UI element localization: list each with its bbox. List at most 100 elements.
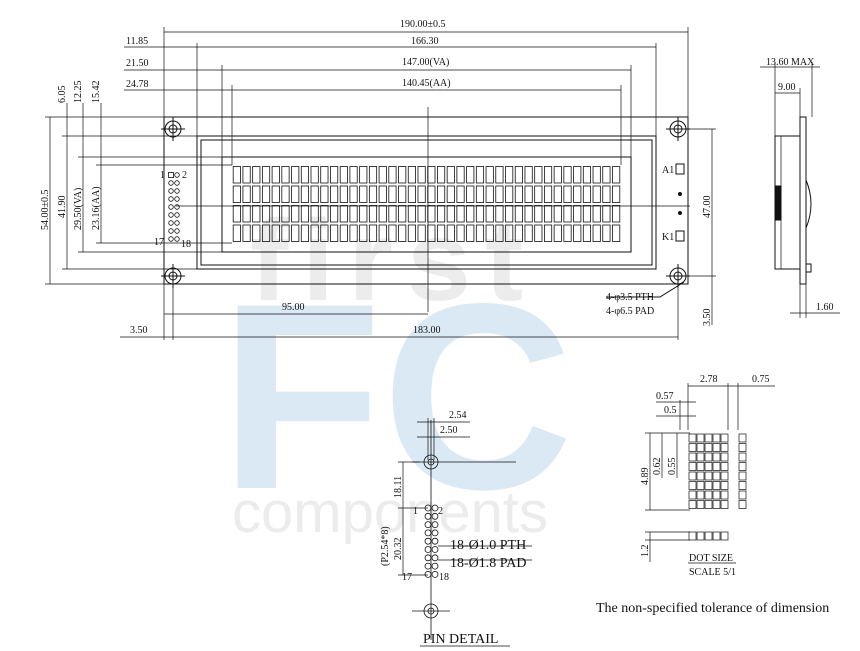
dot-gap: 0.75 bbox=[752, 374, 770, 385]
char-cell bbox=[553, 205, 562, 223]
char-cell bbox=[544, 205, 553, 223]
char-cell bbox=[495, 166, 504, 184]
char-cell bbox=[252, 166, 261, 184]
pin-round bbox=[168, 220, 174, 226]
dot bbox=[712, 452, 721, 462]
char-cell bbox=[339, 224, 348, 242]
pin-detail-title: PIN DETAIL bbox=[423, 632, 498, 647]
pin-round bbox=[174, 188, 180, 194]
char-cell bbox=[310, 224, 319, 242]
char-cell bbox=[417, 205, 426, 223]
detail-pin bbox=[424, 562, 432, 570]
pin-detail-labels: 2.54 2.50 18.11 20.32 (P2.54*8) 1 2 17 1… bbox=[380, 410, 527, 647]
holes-pad-label: 4-φ6.5 PAD bbox=[606, 306, 654, 317]
dot bbox=[696, 443, 705, 452]
dot bbox=[738, 471, 747, 481]
dot bbox=[704, 443, 713, 452]
dim-left-margin: 3.50 bbox=[130, 325, 148, 336]
char-cell bbox=[446, 205, 455, 223]
pin-detail-pth: 18-Ø1.0 PTH bbox=[450, 538, 526, 553]
char-cell bbox=[359, 224, 368, 242]
detail-pin bbox=[431, 562, 439, 570]
char-cell bbox=[388, 185, 397, 203]
dim-off-1: 11.85 bbox=[126, 36, 148, 47]
dot-size-detail bbox=[645, 383, 775, 564]
char-cell bbox=[534, 224, 543, 242]
char-cell bbox=[544, 166, 553, 184]
pcb-outline bbox=[163, 116, 689, 285]
dim-width-1: 166.30 bbox=[411, 36, 439, 47]
char-cell bbox=[310, 205, 319, 223]
front-view bbox=[45, 27, 716, 340]
char-cell bbox=[505, 185, 514, 203]
char-cell bbox=[320, 185, 329, 203]
char-cell bbox=[232, 205, 241, 223]
cursor-dot bbox=[720, 531, 729, 541]
dot bbox=[696, 452, 705, 462]
char-cell bbox=[524, 205, 533, 223]
detail-pin bbox=[431, 554, 439, 562]
char-cell bbox=[544, 185, 553, 203]
char-cell bbox=[339, 205, 348, 223]
char-cell bbox=[602, 224, 611, 242]
cursor-dot bbox=[688, 531, 697, 541]
dot bbox=[688, 500, 697, 509]
char-cell bbox=[261, 185, 271, 203]
char-cell bbox=[310, 185, 319, 203]
char-cell bbox=[612, 205, 621, 223]
char-cell bbox=[417, 224, 426, 242]
char-cell bbox=[320, 205, 329, 223]
char-cell bbox=[378, 224, 387, 242]
pin-round bbox=[174, 236, 180, 242]
anode-pad bbox=[675, 163, 685, 175]
char-cell bbox=[368, 185, 378, 203]
char-cell bbox=[427, 224, 436, 242]
detail-pin bbox=[424, 554, 432, 562]
dot bbox=[712, 481, 721, 490]
char-cell bbox=[242, 205, 251, 223]
detail-pin bbox=[424, 546, 432, 553]
char-cell bbox=[417, 185, 426, 203]
view-area bbox=[221, 156, 632, 253]
dot-cursor: 1.2 bbox=[640, 545, 651, 558]
char-cell bbox=[359, 166, 368, 184]
char-cell bbox=[573, 224, 582, 242]
char-cell bbox=[612, 224, 621, 242]
dot-size-labels: 2.78 0.75 0.57 0.5 4.89 0.62 0.55 1.2 DO… bbox=[640, 374, 770, 578]
cursor-dot bbox=[696, 531, 705, 541]
led-via-1 bbox=[678, 192, 682, 196]
dot-size-scale: SCALE 5/1 bbox=[689, 567, 736, 578]
detail-pin bbox=[424, 537, 432, 545]
dot-cursor-row bbox=[688, 531, 729, 541]
char-cell bbox=[271, 224, 280, 242]
dot-matrix-next-char bbox=[738, 433, 747, 509]
mounting-hole-tl bbox=[161, 117, 185, 141]
char-cell bbox=[398, 166, 407, 184]
dot bbox=[712, 433, 721, 443]
dot bbox=[738, 500, 747, 509]
char-cell bbox=[582, 205, 592, 223]
dot bbox=[688, 433, 697, 443]
char-cell bbox=[524, 166, 533, 184]
anode-label: A1 bbox=[662, 165, 674, 176]
cathode-label: K1 bbox=[662, 232, 674, 243]
dim-active-area-width: 140.45(AA) bbox=[402, 78, 451, 89]
pin-detail-pin-1: 1 bbox=[413, 506, 418, 517]
dot-width: 0.5 bbox=[664, 405, 677, 416]
char-cell bbox=[582, 185, 592, 203]
char-cell bbox=[446, 185, 455, 203]
char-cell bbox=[437, 185, 446, 203]
char-cell bbox=[281, 185, 290, 203]
char-cell bbox=[378, 166, 387, 184]
char-cell bbox=[291, 224, 300, 242]
char-cell bbox=[466, 185, 475, 203]
dot bbox=[696, 500, 705, 509]
cursor-dot bbox=[704, 531, 713, 541]
char-cell bbox=[388, 166, 397, 184]
char-cell bbox=[252, 185, 261, 203]
char-cell bbox=[456, 185, 465, 203]
dot-pitch-v: 0.62 bbox=[652, 458, 663, 476]
left-dimension-lines bbox=[45, 103, 232, 285]
pin-detail-pad: 18-Ø1.8 PAD bbox=[450, 556, 527, 571]
char-cell bbox=[291, 185, 300, 203]
